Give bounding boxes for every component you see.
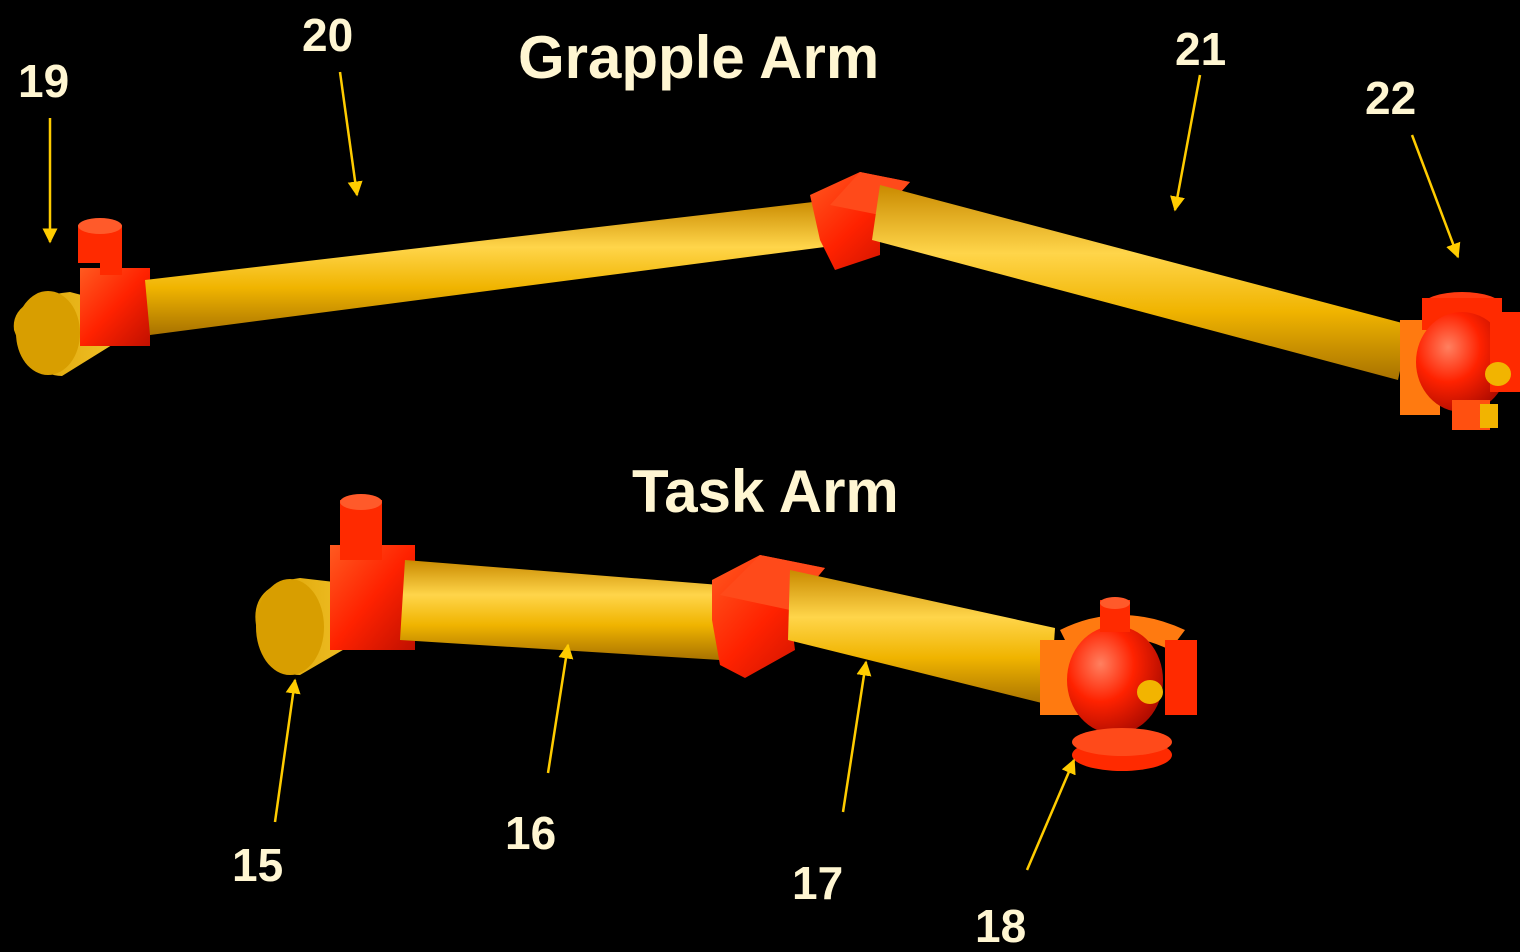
label-16: 16 [505,807,557,859]
label-20: 20 [302,9,354,61]
arrow-18 [1025,758,1076,871]
label-17: 17 [792,857,844,909]
arrow-17 [841,660,872,813]
grapple-end-effector [1400,292,1520,430]
label-15: 15 [232,839,284,891]
task-lower-boom [788,570,1055,705]
arrow-22 [1410,134,1461,259]
arrow-21 [1170,74,1202,212]
task-arm [255,494,1197,771]
grapple-arm-title: Grapple Arm [518,24,880,91]
arrow-16 [546,643,574,774]
arrow-15 [273,678,301,823]
label-22: 22 [1365,72,1417,124]
grapple-shoulder-joint [78,218,150,346]
callout-arrows [42,71,1461,871]
task-end-effector [1040,597,1197,771]
label-21: 21 [1175,23,1227,75]
arrow-20 [338,71,363,197]
task-arm-title: Task Arm [632,458,899,525]
task-upper-boom [400,560,720,660]
grapple-upper-boom [145,200,840,335]
label-18: 18 [975,900,1027,952]
grapple-arm [13,172,1520,430]
grapple-lower-boom [872,185,1410,380]
label-19: 19 [18,55,70,107]
